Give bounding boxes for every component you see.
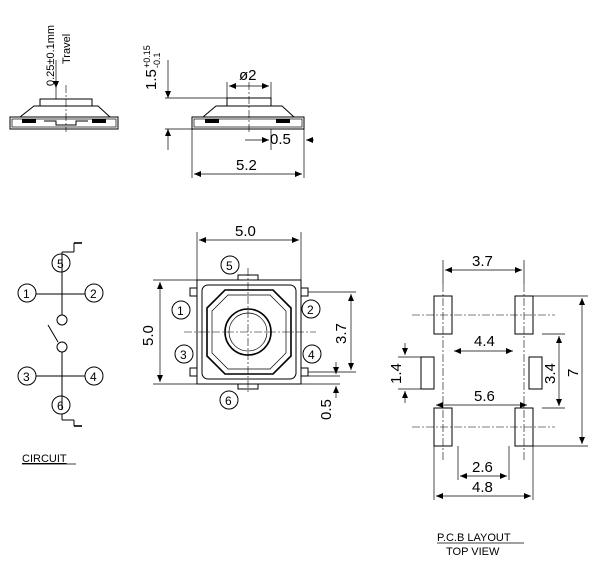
pcb-pad-5 bbox=[420, 356, 435, 390]
side-view-right: 1.5 +0.15 -0.1 ø2 0.5 5.2 bbox=[142, 45, 314, 178]
circuit-diagram: 5 1 2 3 4 6 CIRCUIT bbox=[17, 242, 104, 465]
height-dimension: 1.5 bbox=[143, 69, 160, 90]
pcb-pad-6 bbox=[528, 356, 543, 390]
height-tolerance-upper: +0.15 bbox=[142, 45, 152, 68]
circuit-pin-2 bbox=[84, 283, 104, 303]
width-dimension: 5.2 bbox=[236, 157, 257, 174]
circuit-pin-4 bbox=[84, 366, 104, 386]
pcb-layout-subtitle: TOP VIEW bbox=[446, 546, 500, 558]
svg-text:6: 6 bbox=[57, 399, 64, 413]
svg-text:4: 4 bbox=[90, 370, 97, 384]
circuit-pin-3 bbox=[17, 366, 37, 386]
pcb-dim-mid: 4.4 bbox=[474, 333, 495, 350]
top-view-pin-1 bbox=[171, 300, 191, 320]
top-view-height-dimension: 5.0 bbox=[140, 325, 157, 346]
svg-text:3: 3 bbox=[23, 370, 30, 384]
top-view-foot-dimension: 0.5 bbox=[318, 399, 335, 420]
circuit-pin-1 bbox=[17, 283, 37, 303]
switch-contact-bottom bbox=[56, 341, 68, 353]
height-tolerance-lower: -0.1 bbox=[152, 52, 162, 68]
top-view-pin-6 bbox=[219, 390, 239, 410]
svg-text:2: 2 bbox=[90, 287, 97, 301]
top-view-width-dimension: 5.0 bbox=[235, 223, 256, 240]
svg-text:5: 5 bbox=[57, 257, 64, 271]
svg-text:6: 6 bbox=[225, 394, 232, 408]
travel-label: Travel bbox=[61, 34, 73, 64]
switch-contact-top bbox=[56, 314, 68, 326]
pcb-dim-top: 3.7 bbox=[472, 253, 493, 270]
svg-text:2: 2 bbox=[307, 303, 314, 317]
travel-dimension: 0.25±0.1mm bbox=[45, 25, 57, 86]
pcb-dim-bottom-outer: 4.8 bbox=[472, 479, 493, 496]
top-view-pin-4 bbox=[302, 344, 322, 364]
svg-text:1: 1 bbox=[177, 304, 184, 318]
switch-lever bbox=[47, 324, 59, 343]
top-view-pin-3 bbox=[174, 344, 194, 364]
top-view-pin-5 bbox=[220, 255, 240, 275]
pcb-dim-inner: 5.6 bbox=[474, 388, 495, 405]
svg-text:4: 4 bbox=[308, 348, 315, 362]
svg-text:3: 3 bbox=[180, 348, 187, 362]
svg-text:1: 1 bbox=[23, 287, 30, 301]
foot-dimension: 0.5 bbox=[270, 131, 291, 148]
side-view-left: 0.25±0.1mm Travel bbox=[9, 25, 119, 132]
top-view: 5 1 2 3 4 6 5.0 5.0 3.7 0.5 bbox=[140, 223, 356, 420]
pcb-dim-right-inner: 3.4 bbox=[542, 363, 559, 384]
pcb-layout: 3.7 4.4 5.6 2.6 4.8 1.4 3.4 7 P.C.B L bbox=[388, 253, 588, 558]
svg-text:5: 5 bbox=[226, 259, 233, 273]
pcb-dim-bottom-inner: 2.6 bbox=[472, 459, 493, 476]
pcb-dim-right-outer: 7 bbox=[565, 369, 582, 377]
circuit-label: CIRCUIT bbox=[22, 453, 67, 465]
circuit-pin-6 bbox=[51, 395, 71, 415]
pcb-dim-left: 1.4 bbox=[388, 363, 405, 384]
plunger-diameter-dimension: ø2 bbox=[239, 67, 257, 84]
circuit-pin-5 bbox=[51, 253, 71, 273]
top-view-pin-2 bbox=[301, 299, 321, 319]
top-view-pitch-dimension: 3.7 bbox=[333, 323, 350, 344]
pcb-layout-title: P.C.B LAYOUT bbox=[437, 532, 511, 544]
